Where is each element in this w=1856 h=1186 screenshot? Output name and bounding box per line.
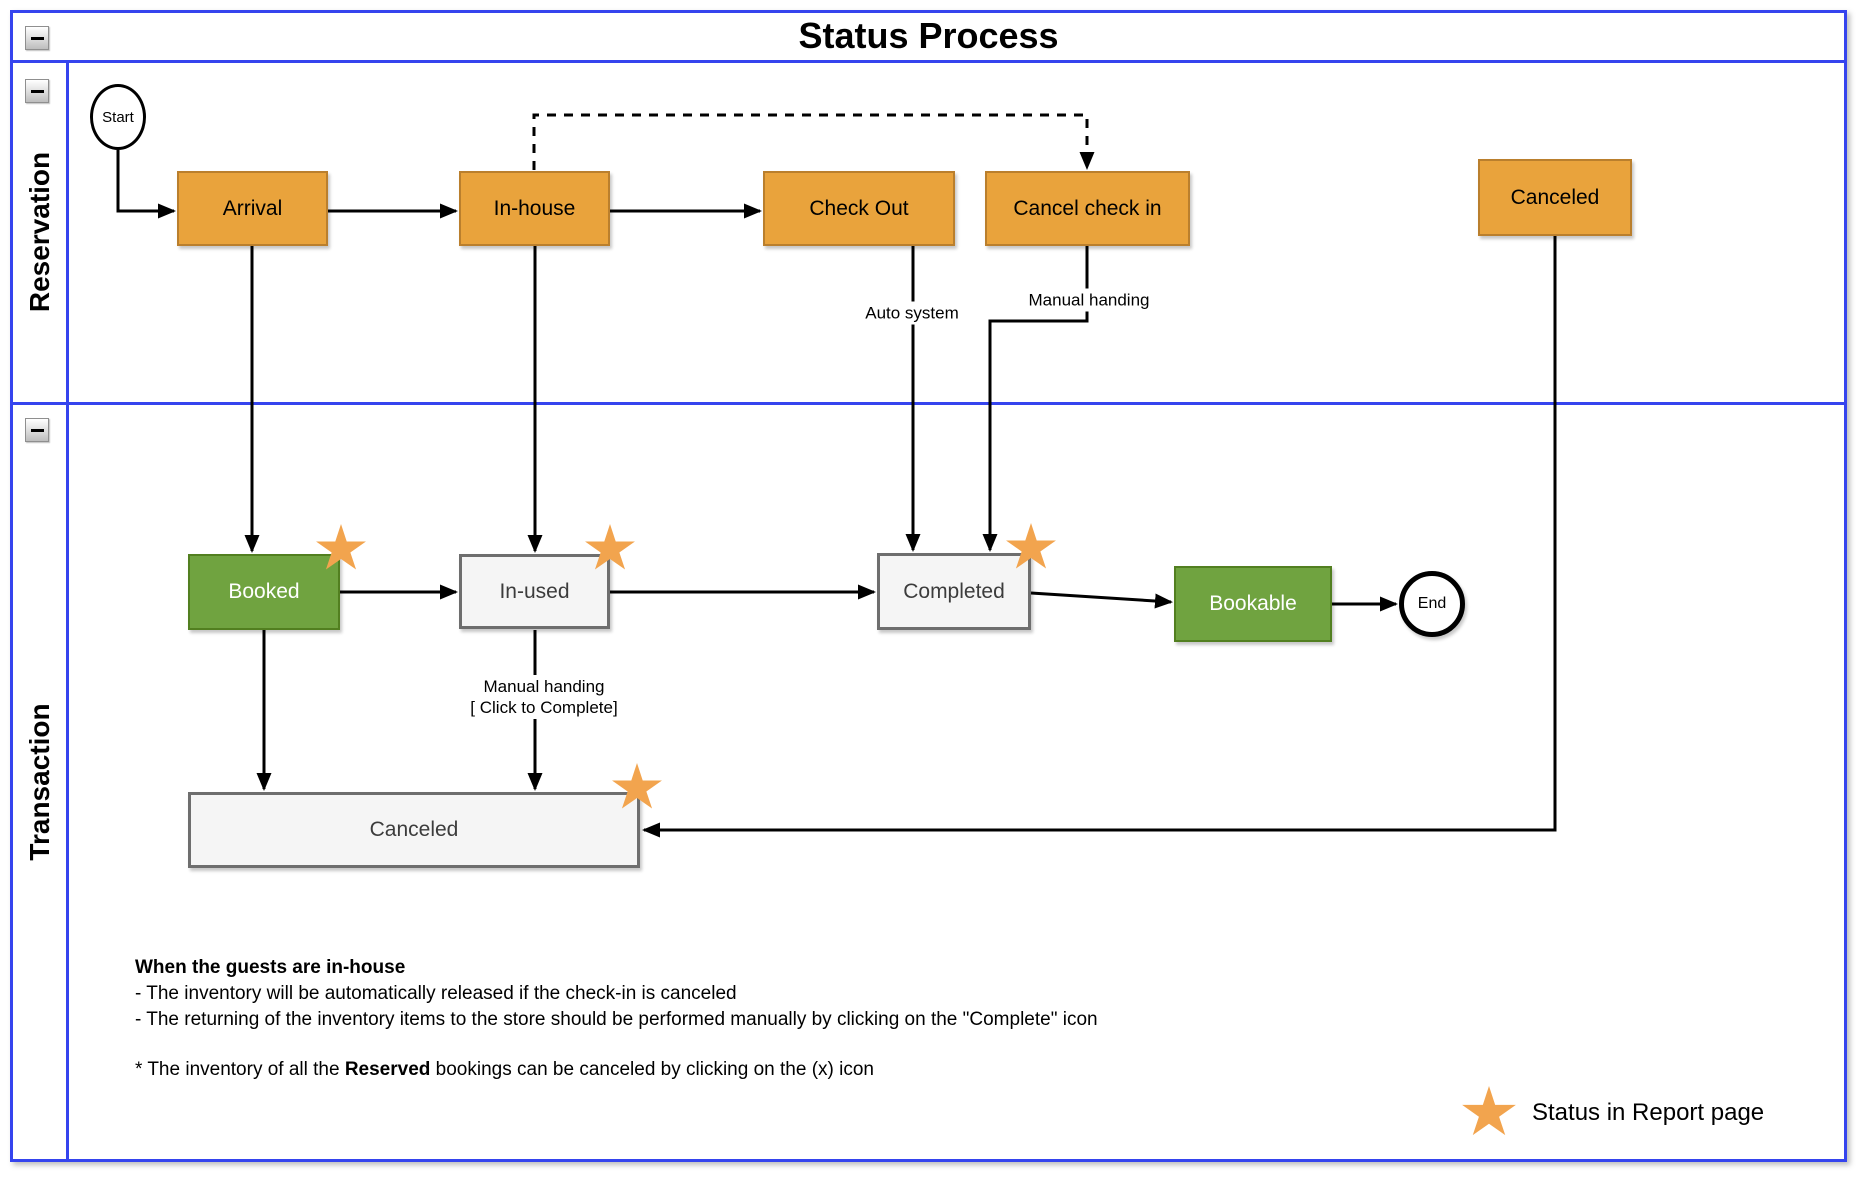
edge-canceledres-canceledtx <box>642 236 1557 838</box>
node-booked[interactable]: Booked <box>188 554 340 630</box>
edge-label-line2: [ Click to Complete] <box>470 698 618 717</box>
transaction-lane-collapse-button[interactable] <box>25 418 49 442</box>
node-in-house[interactable]: In-house <box>459 171 610 246</box>
edge-label-line1: Manual handing <box>483 677 605 696</box>
legend-label: Status in Report page <box>1532 1099 1765 1126</box>
title-divider <box>10 60 1847 63</box>
edge-label-auto-system: Auto system <box>861 301 963 325</box>
notes-line3: * The inventory of all the Reserved book… <box>135 1059 874 1080</box>
notes-line2: - The returning of the inventory items t… <box>135 1009 1098 1030</box>
node-check-out[interactable]: Check Out <box>763 171 955 246</box>
notes-block: When the guests are in-house - The inven… <box>135 955 1098 1083</box>
notes-heading: When the guests are in-house <box>135 957 406 978</box>
pool-frame <box>10 10 1847 1162</box>
node-end[interactable]: End <box>1399 571 1465 637</box>
minus-icon <box>30 428 44 432</box>
notes-line1: - The inventory will be automatically re… <box>135 983 737 1004</box>
node-in-used[interactable]: In-used <box>459 554 610 629</box>
minus-icon <box>30 36 44 40</box>
notes-gap <box>135 1033 1098 1057</box>
lane-divider <box>10 402 1847 405</box>
pool-title: Status Process <box>798 15 1059 56</box>
minus-icon <box>30 89 44 93</box>
node-canceled-transaction[interactable]: Canceled <box>188 792 640 868</box>
pool-collapse-button[interactable] <box>25 26 49 50</box>
reservation-lane-collapse-button[interactable] <box>25 79 49 103</box>
node-canceled-reservation[interactable]: Canceled <box>1478 159 1632 236</box>
node-arrival[interactable]: Arrival <box>177 171 328 246</box>
edge-label-manual-handing: Manual handing <box>1024 288 1154 312</box>
node-start[interactable]: Start <box>90 84 146 150</box>
edge-dashed-inhouse-cancelcheckin <box>532 113 1095 170</box>
node-bookable[interactable]: Bookable <box>1174 566 1332 642</box>
lane-label-divider <box>66 63 69 1162</box>
edge-completed-bookable <box>1030 591 1173 609</box>
node-completed[interactable]: Completed <box>877 553 1031 630</box>
edge-start-arrival <box>116 150 176 219</box>
node-cancel-check-in[interactable]: Cancel check in <box>985 171 1190 246</box>
edge-label-manual-handing-click: Manual handing [ Click to Complete] <box>466 675 622 719</box>
edge-cancelcheckin-completed <box>982 246 1089 552</box>
